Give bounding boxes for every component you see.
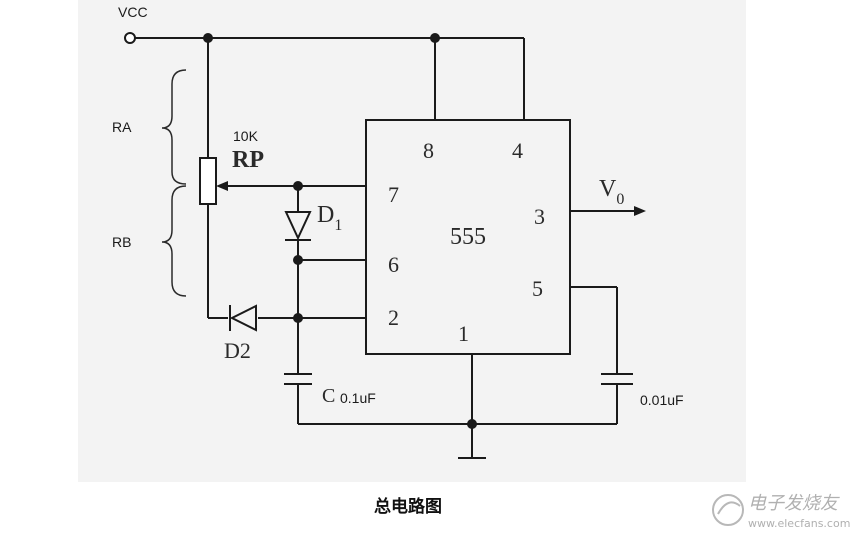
- ra-label: RA: [112, 119, 132, 135]
- vcc-terminal: [124, 32, 136, 44]
- output-arrow: [634, 206, 646, 216]
- brace-rb: [161, 185, 187, 297]
- diode-d1: [284, 211, 312, 241]
- pin-5-label: 5: [532, 276, 543, 301]
- junction-dot: [203, 33, 213, 43]
- junction-dot: [293, 255, 303, 265]
- watermark: 电子发烧友 www.elecfans.com: [712, 493, 850, 530]
- watermark-url: www.elecfans.com: [748, 517, 850, 530]
- rp-value-label: 10K: [233, 128, 259, 144]
- pin-3-label: 3: [534, 204, 545, 229]
- watermark-cn: 电子发烧友: [748, 493, 840, 514]
- wires: [134, 37, 646, 459]
- output-label: V0: [599, 176, 624, 208]
- d2-label: D2: [224, 338, 251, 363]
- watermark-logo-mark: [717, 501, 741, 515]
- pin-2-label: 2: [388, 305, 399, 330]
- ic-label: 555: [450, 224, 486, 250]
- pin-1-label: 1: [458, 321, 469, 346]
- ic-555-body: [365, 119, 571, 355]
- output-label-sub: 0: [616, 191, 624, 208]
- potentiometer-rp: [199, 157, 217, 205]
- brace-ra: [161, 69, 187, 185]
- junction-dot: [293, 313, 303, 323]
- d1-label-sub: 1: [334, 217, 342, 234]
- diagram-caption: 总电路图: [374, 496, 442, 517]
- d1-label-main: D: [317, 202, 334, 228]
- pin-7-label: 7: [388, 182, 399, 207]
- d1-label: D1: [317, 202, 342, 234]
- junctions: [203, 33, 477, 429]
- capacitor-control: [601, 373, 633, 385]
- capacitor-timing: [284, 373, 312, 385]
- c-label: C: [322, 385, 335, 407]
- pin-8-label: 8: [423, 138, 434, 163]
- watermark-logo-icon: [712, 494, 744, 526]
- rp-wiper-arrow: [216, 181, 228, 191]
- schematic-panel: [78, 0, 746, 482]
- junction-dot: [467, 419, 477, 429]
- pin-4-label: 4: [512, 138, 523, 163]
- diode-d2: [229, 304, 257, 332]
- output-label-main: V: [599, 176, 617, 202]
- c-control-value: 0.01uF: [640, 392, 684, 408]
- c-timing-value: 0.1uF: [340, 390, 376, 406]
- pin-6-label: 6: [388, 252, 399, 277]
- junction-dot: [430, 33, 440, 43]
- vcc-label: VCC: [118, 4, 148, 20]
- rp-name-label: RP: [232, 147, 264, 173]
- junction-dot: [293, 181, 303, 191]
- rb-label: RB: [112, 234, 131, 250]
